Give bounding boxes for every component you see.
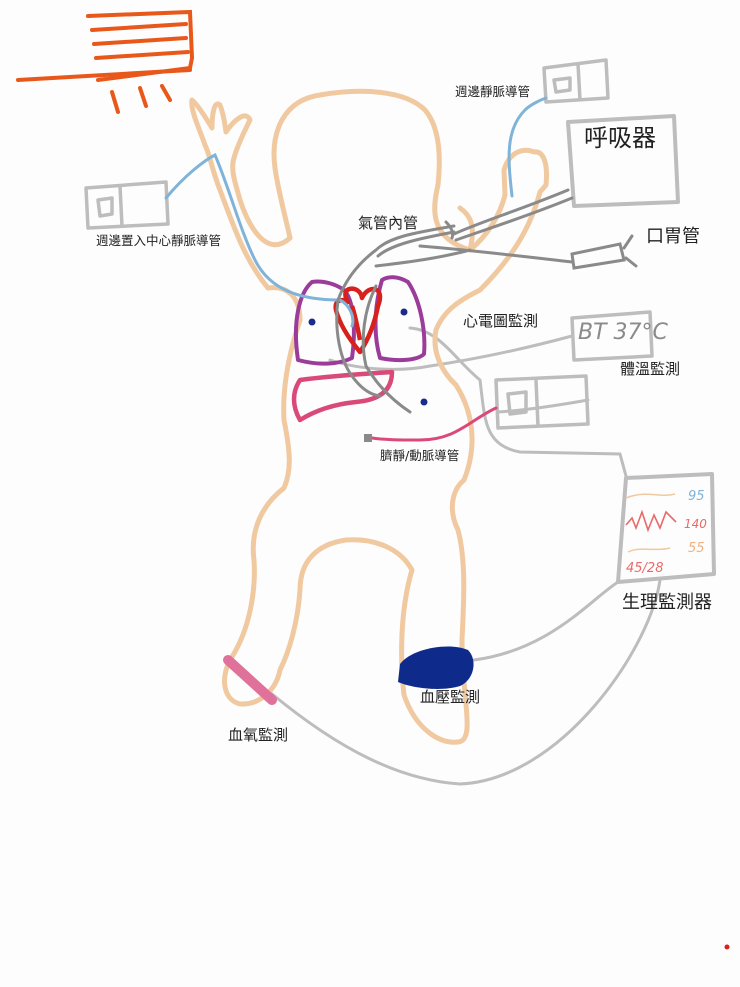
spo2-probe-icon bbox=[223, 655, 277, 705]
label-spo2-monitor: 血氧監測 bbox=[228, 726, 289, 744]
label-umbilical-catheter: 臍靜/動脈導管 bbox=[380, 448, 460, 463]
bp-cuff-icon bbox=[398, 646, 474, 689]
temperature-readout: BT 37°C bbox=[578, 320, 668, 345]
iv-lines bbox=[164, 96, 548, 328]
monitor-hr-value: 140 bbox=[684, 517, 707, 531]
label-picc: 週邊置入中心靜脈導管 bbox=[96, 233, 222, 248]
label-endotracheal-tube: 氣管內管 bbox=[358, 214, 419, 232]
label-physio-monitor: 生理監測器 bbox=[622, 592, 712, 613]
umbilical-clamp-icon bbox=[364, 434, 372, 442]
peripheral-iv-pump-icon bbox=[542, 58, 610, 104]
radiant-warmer-icon bbox=[16, 9, 195, 114]
label-ventilator: 呼吸器 bbox=[584, 124, 656, 152]
umbilical-catheter bbox=[370, 406, 498, 442]
label-peripheral-iv: 週邊靜脈導管 bbox=[455, 84, 531, 99]
red-dot bbox=[724, 944, 730, 950]
label-temp-monitor: 體溫監測 bbox=[620, 360, 681, 378]
temp-monitor-icon bbox=[570, 310, 654, 362]
endotracheal-tube bbox=[335, 188, 574, 414]
label-ecg-monitor: 心電圖監測 bbox=[463, 312, 539, 330]
monitor-rr-value: 55 bbox=[688, 541, 705, 556]
label-bp-monitor: 血壓監測 bbox=[420, 688, 481, 706]
ventilator-icon bbox=[566, 114, 680, 208]
monitor-spo2-value: 95 bbox=[688, 489, 705, 504]
liver-icon bbox=[291, 369, 395, 423]
ecg-electrodes bbox=[308, 308, 428, 406]
label-orogastric-tube: 口胃管 bbox=[646, 226, 700, 247]
monitor-bp-value: 45/28 bbox=[626, 561, 664, 576]
orogastric-tube bbox=[374, 234, 638, 270]
infant-body-outline bbox=[189, 88, 549, 745]
physio-monitor-icon bbox=[616, 472, 716, 584]
heart-icon bbox=[333, 286, 383, 355]
lungs-icon bbox=[294, 275, 427, 366]
picc-pump-icon bbox=[84, 180, 170, 230]
